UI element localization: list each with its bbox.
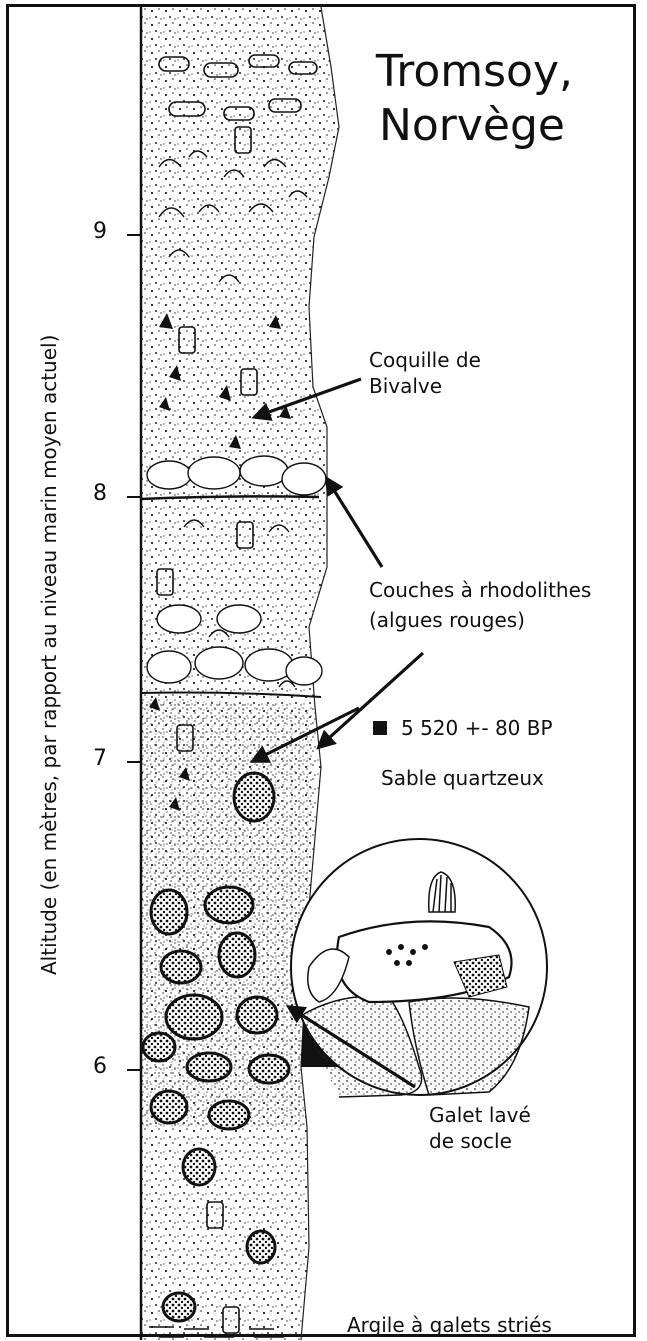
label-bivalve-line2: Bivalve	[369, 373, 442, 399]
tick-9: 9	[67, 219, 107, 244]
diagram-frame: Tromsoy, Norvège 9 8 7 6 Altitude (en mè…	[6, 4, 636, 1337]
y-ticks	[127, 235, 141, 1070]
label-rhodolithes-line2: (algues rouges)	[369, 607, 525, 633]
label-galet-line2: de socle	[429, 1128, 512, 1154]
label-date: 5 520 +- 80 BP	[401, 715, 553, 741]
y-axis-label: Altitude (en mètres, par rapport au nive…	[37, 335, 61, 975]
stratigraphic-column-svg	[9, 7, 639, 1340]
tick-6: 6	[67, 1054, 107, 1079]
tick-7: 7	[67, 746, 107, 771]
label-rhodolithes-line1: Couches à rhodolithes	[369, 577, 591, 603]
date-marker	[373, 721, 387, 735]
label-argile: Argile à galets striés	[347, 1312, 552, 1338]
label-bivalve-line1: Coquille de	[369, 347, 481, 373]
title-line-1: Tromsoy,	[376, 47, 573, 97]
title-line-2: Norvège	[379, 101, 565, 151]
label-galet-line1: Galet lavé	[429, 1102, 531, 1128]
label-sable: Sable quartzeux	[381, 765, 544, 791]
arrow-rhodolith-upper	[327, 479, 382, 567]
tick-8: 8	[67, 481, 107, 506]
